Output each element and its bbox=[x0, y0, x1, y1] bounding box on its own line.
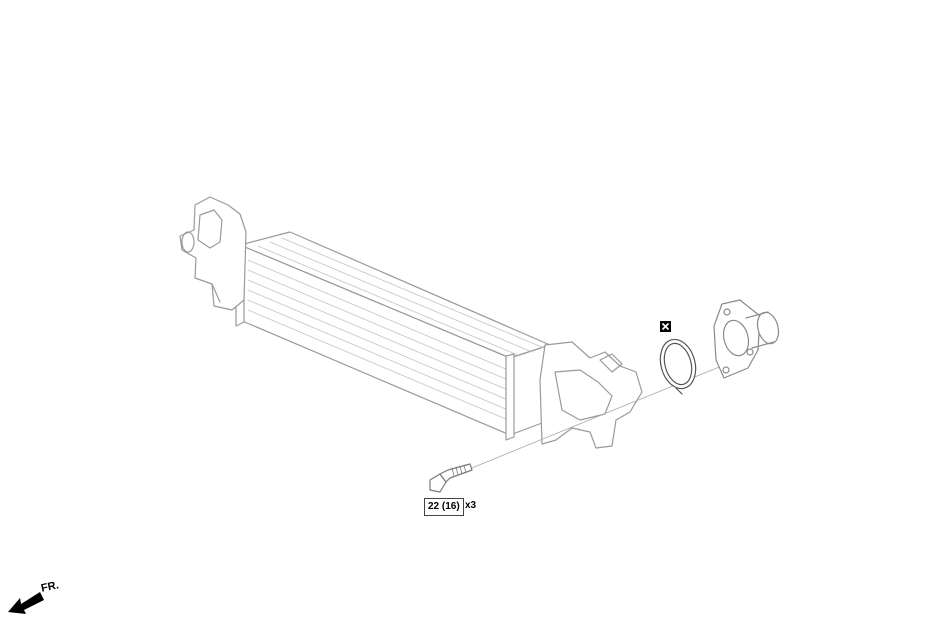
right-end-tank bbox=[539, 341, 643, 449]
x-box-icon bbox=[660, 321, 671, 332]
inlet-flange bbox=[713, 299, 780, 379]
gasket bbox=[659, 338, 697, 395]
arrow-icon bbox=[8, 592, 44, 614]
assembly-leader-line bbox=[461, 351, 757, 473]
intercooler-core bbox=[235, 231, 551, 441]
quantity-label: x3 bbox=[465, 500, 477, 511]
bolt bbox=[429, 463, 473, 493]
left-end-tank bbox=[179, 196, 247, 311]
torque-spec-label: 22 (16) bbox=[424, 498, 464, 516]
